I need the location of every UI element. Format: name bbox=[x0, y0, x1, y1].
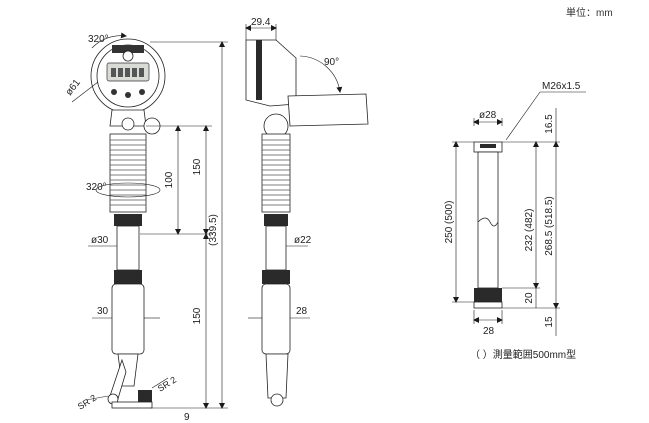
tilted-display bbox=[287, 93, 369, 127]
dark-band bbox=[114, 214, 142, 226]
rod-diameter-top-label: ø28 bbox=[479, 110, 497, 121]
front-view: 320° 320° ø61 ø30 30 SR 2 SR 2 150 100 1… bbox=[64, 32, 228, 423]
unit-label: 単位：mm bbox=[566, 6, 613, 19]
rotation-top-label: 320° bbox=[88, 34, 109, 45]
total-length-label: 268.5 (518.5) bbox=[544, 196, 555, 256]
rotation-ellipse bbox=[95, 182, 161, 198]
tilt-arc bbox=[299, 55, 343, 93]
leader-line bbox=[505, 91, 541, 141]
grip-ribs bbox=[110, 139, 146, 206]
display-digits bbox=[111, 68, 144, 77]
side-contact-point bbox=[270, 393, 284, 407]
leader-line bbox=[151, 377, 169, 389]
side-width-label: 29.4 bbox=[251, 17, 271, 28]
side-grip-ribs bbox=[262, 139, 290, 206]
dark-band-lower bbox=[114, 270, 142, 284]
rod-length-label: 250 (500) bbox=[444, 201, 455, 244]
head-width-label: 30 bbox=[97, 306, 109, 317]
upper-length-label: 150 bbox=[192, 158, 203, 175]
measuring-length-label: 232 (482) bbox=[524, 209, 535, 252]
contact-point-right bbox=[138, 390, 152, 402]
thread-mark bbox=[480, 144, 496, 148]
clamp-screw-icon bbox=[121, 117, 135, 131]
button-icon bbox=[111, 89, 117, 95]
measuring-head bbox=[111, 283, 145, 355]
button-icon bbox=[125, 92, 131, 98]
radius-left-label: SR 2 bbox=[76, 393, 98, 412]
leader-line bbox=[85, 395, 109, 401]
radius-right-label: SR 2 bbox=[156, 375, 178, 394]
side-measuring-head bbox=[261, 283, 291, 355]
rod-tip bbox=[473, 301, 503, 309]
dial-knob-icon bbox=[122, 50, 134, 62]
rotation-mid-label: 320° bbox=[86, 182, 107, 193]
rod-width-label: 28 bbox=[483, 326, 495, 337]
base-stop bbox=[111, 401, 153, 409]
side-view: 29.4 90° ø22 28 bbox=[245, 17, 369, 407]
thread-label: M26x1.5 bbox=[542, 81, 581, 92]
lower-length-label: 150 bbox=[192, 307, 203, 324]
break-mark bbox=[477, 217, 499, 227]
bottom-value-label: 9 bbox=[184, 412, 190, 423]
extension-rod bbox=[116, 225, 140, 271]
footnote: （ ）測量範囲500mm型 bbox=[470, 348, 576, 361]
rod-view: ø28 M26x1.5 250 (500) 232 (482) 268.5 (5… bbox=[444, 81, 586, 361]
side-dark-band bbox=[264, 214, 288, 226]
side-rod bbox=[265, 225, 287, 271]
rod-grip bbox=[474, 288, 502, 302]
overall-length-label: (339.5) bbox=[208, 214, 219, 246]
button-icon bbox=[139, 89, 145, 95]
top-offset-label: 16.5 bbox=[544, 114, 555, 134]
ribbed-grip bbox=[109, 133, 147, 213]
side-ribbed-grip bbox=[261, 133, 291, 213]
leader-line bbox=[71, 81, 99, 103]
brand-badge bbox=[112, 45, 144, 53]
side-display-edge bbox=[256, 40, 262, 100]
rod-diameter-label: ø22 bbox=[294, 235, 312, 246]
dial-diameter-label: ø61 bbox=[64, 77, 84, 98]
side-anvil bbox=[265, 353, 289, 399]
grip-length-label: 20 bbox=[524, 292, 535, 304]
rotation-arc-top bbox=[91, 32, 127, 49]
side-dark-band-lower bbox=[262, 270, 290, 284]
side-lower-width-label: 28 bbox=[296, 306, 308, 317]
bottom-offset-label: 15 bbox=[544, 316, 555, 328]
grip-diameter-label: ø30 bbox=[91, 235, 109, 246]
tilt-angle-label: 90° bbox=[324, 57, 339, 68]
clamp-length-label: 100 bbox=[164, 171, 175, 188]
